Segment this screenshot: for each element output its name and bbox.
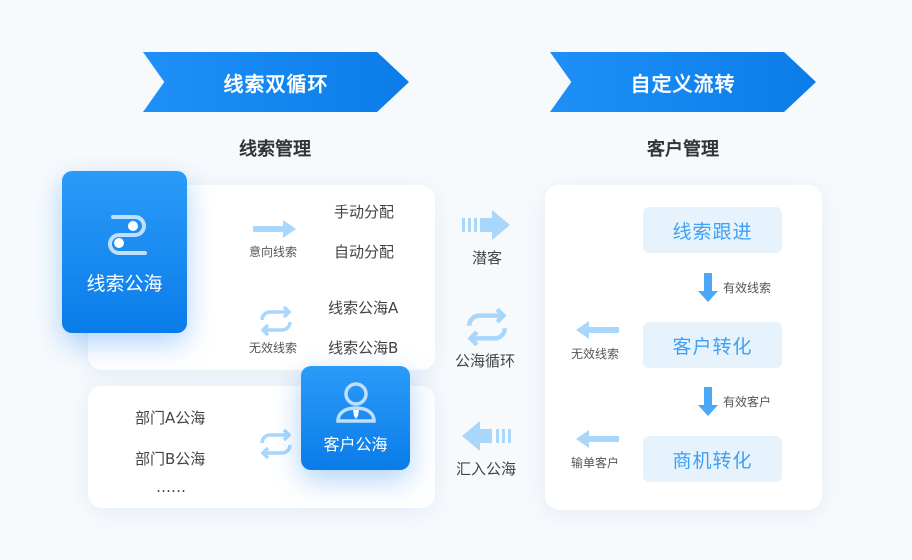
lost-customer-label: 输单客户 xyxy=(571,456,620,470)
link-icon xyxy=(99,209,151,255)
lead-pool-a: 线索公海A xyxy=(328,299,399,317)
arrow-left-striped-icon xyxy=(462,420,512,452)
cycle-icon xyxy=(258,429,294,459)
manual-assign: 手动分配 xyxy=(334,203,395,221)
invalid-lead-label: 无效线索 xyxy=(249,341,298,355)
more-ellipsis: …… xyxy=(156,478,186,496)
section-title-customer-management: 客户管理 xyxy=(647,139,719,160)
arrow-down-icon xyxy=(698,273,718,303)
arrow-right-striped-icon xyxy=(462,209,512,241)
cycle-icon xyxy=(464,308,510,346)
dept-a-pool: 部门A公海 xyxy=(135,409,206,427)
dept-b-pool: 部门B公海 xyxy=(135,450,206,468)
customer-pool-title: 客户公海 xyxy=(323,435,388,454)
intent-lead-label: 意向线索 xyxy=(249,245,298,259)
potential-customer-label: 潜客 xyxy=(472,249,503,267)
arrow-left-icon xyxy=(576,320,620,340)
merge-pool-label: 汇入公海 xyxy=(456,460,517,478)
step-opportunity-conversion: 商机转化 xyxy=(643,436,782,482)
customer-pool-box: 客户公海 xyxy=(301,366,410,470)
user-icon xyxy=(335,381,377,423)
lead-pool-title: 线索公海 xyxy=(86,272,163,295)
step-customer-conversion: 客户转化 xyxy=(643,322,782,368)
arrow-down-icon xyxy=(698,387,718,417)
lead-pool-box: 线索公海 xyxy=(62,171,187,333)
auto-assign: 自动分配 xyxy=(334,243,395,261)
pool-cycle-label: 公海循环 xyxy=(455,352,516,370)
arrow-right-icon xyxy=(253,219,297,239)
section-title-lead-management: 线索管理 xyxy=(239,139,311,160)
step-lead-follow-up: 线索跟进 xyxy=(643,207,782,253)
arrow-left-icon xyxy=(576,429,620,449)
cycle-icon xyxy=(258,306,294,336)
banner-lead-cycle: 线索双循环 xyxy=(143,52,409,112)
valid-customer-label: 有效客户 xyxy=(723,395,772,409)
invalid-lead-out-label: 无效线索 xyxy=(571,347,620,361)
lead-pool-b: 线索公海B xyxy=(328,339,399,357)
valid-lead-label: 有效线索 xyxy=(723,281,772,295)
banner-custom-flow: 自定义流转 xyxy=(550,52,816,112)
